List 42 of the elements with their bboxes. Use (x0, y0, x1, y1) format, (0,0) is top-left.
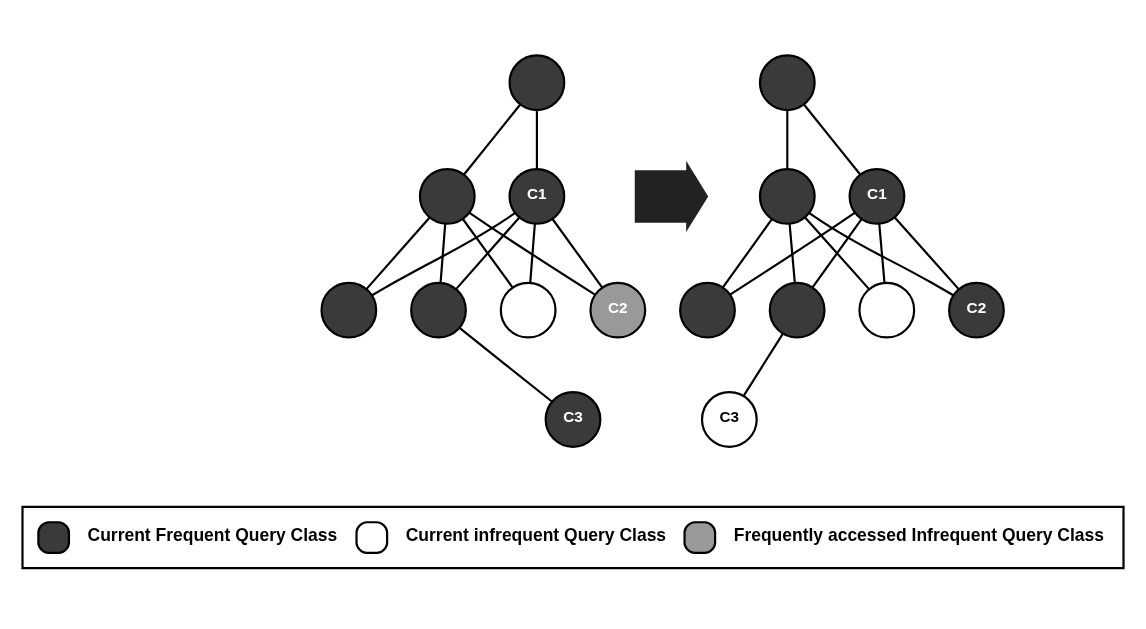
connector (742, 333, 784, 397)
connector (786, 110, 789, 169)
connector (811, 218, 863, 288)
legend-label: Current Frequent Query Class (87, 524, 338, 545)
connector (803, 104, 862, 176)
connector (788, 223, 796, 283)
connector (468, 212, 596, 296)
node-circle (768, 281, 826, 339)
connector (729, 211, 856, 296)
node-circle (508, 54, 566, 112)
connector (535, 110, 538, 169)
connector (551, 218, 604, 289)
connector (722, 218, 773, 288)
node-circle: C1 (508, 168, 566, 225)
node-circle: C1 (848, 168, 906, 225)
node-circle: C3 (544, 391, 602, 448)
connector (455, 216, 521, 290)
node-circle (758, 54, 816, 112)
legend-label: Current infrequent Query Class (405, 524, 667, 545)
node-circle (679, 281, 736, 339)
connector (458, 327, 553, 403)
connector (365, 216, 431, 290)
connector (462, 218, 514, 289)
legend-label: Frequently accessed Infrequent Query Class (733, 524, 1104, 545)
node-circle (410, 281, 467, 339)
node-circle: C2 (948, 281, 1005, 339)
node-circle (499, 281, 557, 339)
node-circle (418, 168, 476, 225)
connector (371, 212, 516, 297)
connector (893, 216, 960, 290)
connector (463, 104, 521, 176)
node-circle (858, 281, 916, 339)
node-arrow (634, 160, 709, 232)
node-circle (320, 281, 378, 339)
connector (808, 212, 954, 297)
node-circle: C2 (589, 281, 647, 339)
connector (439, 223, 447, 283)
node-circle (758, 168, 816, 225)
connector (529, 223, 536, 283)
connector (804, 216, 870, 290)
node-circle: C3 (700, 391, 758, 448)
connector (878, 223, 886, 283)
